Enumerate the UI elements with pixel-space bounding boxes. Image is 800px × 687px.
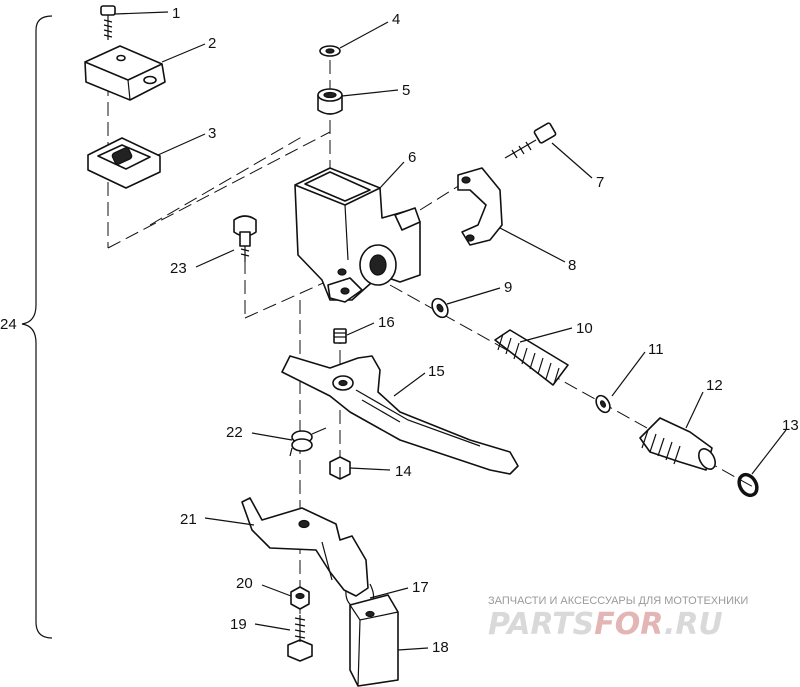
watermark: ЗАПЧАСТИ И АКСЕССУАРЫ ДЛЯ МОТОТЕХНИКИ PA… [488,595,748,642]
callout-17: 17 [412,579,429,596]
callout-24: 24 [0,316,17,333]
assembly-bracket [21,15,53,639]
part-3-diaphragm [87,137,161,189]
part-7-bolt [504,122,557,159]
watermark-logo-left: PARTS [488,607,594,642]
callout-labels: 1 2 3 4 5 6 7 8 9 10 11 12 13 14 15 16 1… [0,5,799,656]
part-4-washer [319,45,341,57]
callout-7: 7 [596,174,604,191]
callout-12: 12 [706,377,723,394]
callout-5: 5 [402,82,410,99]
part-5-bushing [317,88,343,115]
part-9-washer [431,297,449,319]
callout-16: 16 [378,314,395,331]
watermark-logo: PARTSFOR.RU [488,607,723,642]
callout-2: 2 [208,35,216,52]
callout-22: 22 [226,424,243,441]
part-16-set-screw [333,328,347,344]
callout-23: 23 [170,260,187,277]
callout-3: 3 [208,125,216,142]
part-15-brake-lever [281,355,519,475]
callout-10: 10 [576,320,593,337]
part-13-o-ring [737,472,759,498]
part-22-return-spring [289,427,327,457]
callout-19: 19 [230,616,247,633]
part-14-nut [329,456,351,480]
part-8-clamp [457,167,503,246]
callout-4: 4 [392,11,400,28]
callout-8: 8 [568,257,576,274]
callout-20: 20 [236,575,253,592]
watermark-tagline: ЗАПЧАСТИ И АКСЕССУАРЫ ДЛЯ МОТОТЕХНИКИ [488,595,748,607]
part-11-washer [595,394,611,414]
callout-6: 6 [408,149,416,166]
watermark-logo-mid: FOR [594,607,664,642]
callout-1: 1 [172,5,180,22]
callout-11: 11 [648,341,664,358]
callout-14: 14 [395,463,412,480]
callout-13: 13 [782,417,799,434]
callout-18: 18 [432,639,449,656]
part-18-tag [349,594,399,687]
part-2-reservoir-cover [84,45,166,101]
part-19-bolt [287,615,313,662]
callout-9: 9 [504,279,512,296]
part-10-spring [494,329,569,386]
watermark-logo-right: .RU [664,607,723,642]
construction-lines [107,60,756,660]
part-23-pivot-bolt [233,215,257,262]
part-6-master-cylinder [294,167,421,303]
part-20-nut [290,586,310,610]
part-21-switch-bracket [241,497,369,597]
callout-15: 15 [428,363,445,380]
part-1-screw [100,5,116,40]
part-12-piston [639,417,716,471]
callout-21: 21 [180,511,197,528]
leader-lines [114,11,787,651]
